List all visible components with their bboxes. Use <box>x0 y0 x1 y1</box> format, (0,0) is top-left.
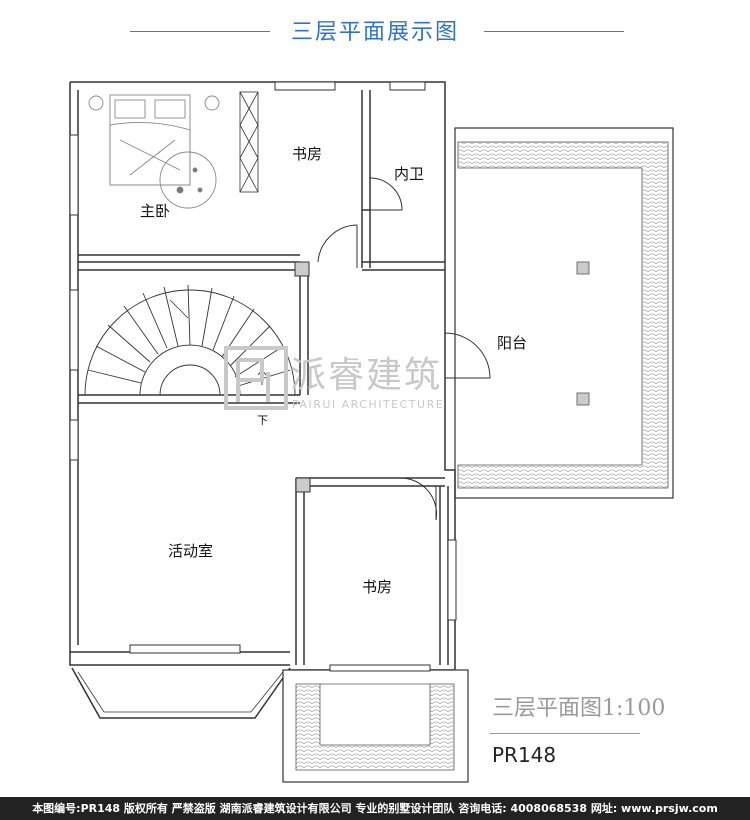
column-marker <box>576 261 590 275</box>
wardrobe <box>239 91 259 193</box>
watermark-brand: 派睿建筑 <box>290 355 443 396</box>
bed <box>88 94 220 186</box>
scale-underline <box>490 733 640 734</box>
header-line-left <box>130 31 270 32</box>
page-title: 三层平面展示图 <box>290 20 459 45</box>
page-header: 三层平面展示图 <box>0 0 750 60</box>
room-label-activity-room: 活动室 <box>168 542 214 560</box>
stair-direction-label: 下 <box>257 414 268 427</box>
room-label-balcony: 阳台 <box>497 334 528 352</box>
floor-plan <box>69 81 674 783</box>
plan-code: PR148 <box>492 743 557 767</box>
room-label-study-bottom: 书房 <box>362 578 393 596</box>
windows <box>69 81 457 672</box>
watermark-subtitle: PAIRUI ARCHITECTURE <box>292 398 445 411</box>
doors <box>317 177 491 521</box>
scale-label: 三层平面图1:100 <box>492 696 666 721</box>
balcony-area <box>454 127 674 499</box>
room-label-master-bedroom: 主卧 <box>140 202 171 220</box>
watermark-logo <box>224 346 288 410</box>
round-rug <box>159 151 217 209</box>
bottom-terrace <box>282 669 469 783</box>
interior-walls <box>78 90 449 665</box>
room-label-study-top: 书房 <box>292 145 323 163</box>
footer-bar: 本图编号:PR148 版权所有 严禁盗版 湖南派睿建筑设计有限公司 专业的别墅设… <box>0 797 750 820</box>
bay-window <box>71 667 291 719</box>
structural-columns <box>294 261 311 493</box>
header-line-right <box>484 31 624 32</box>
column-marker <box>576 392 590 406</box>
room-label-bathroom: 内卫 <box>394 165 425 183</box>
